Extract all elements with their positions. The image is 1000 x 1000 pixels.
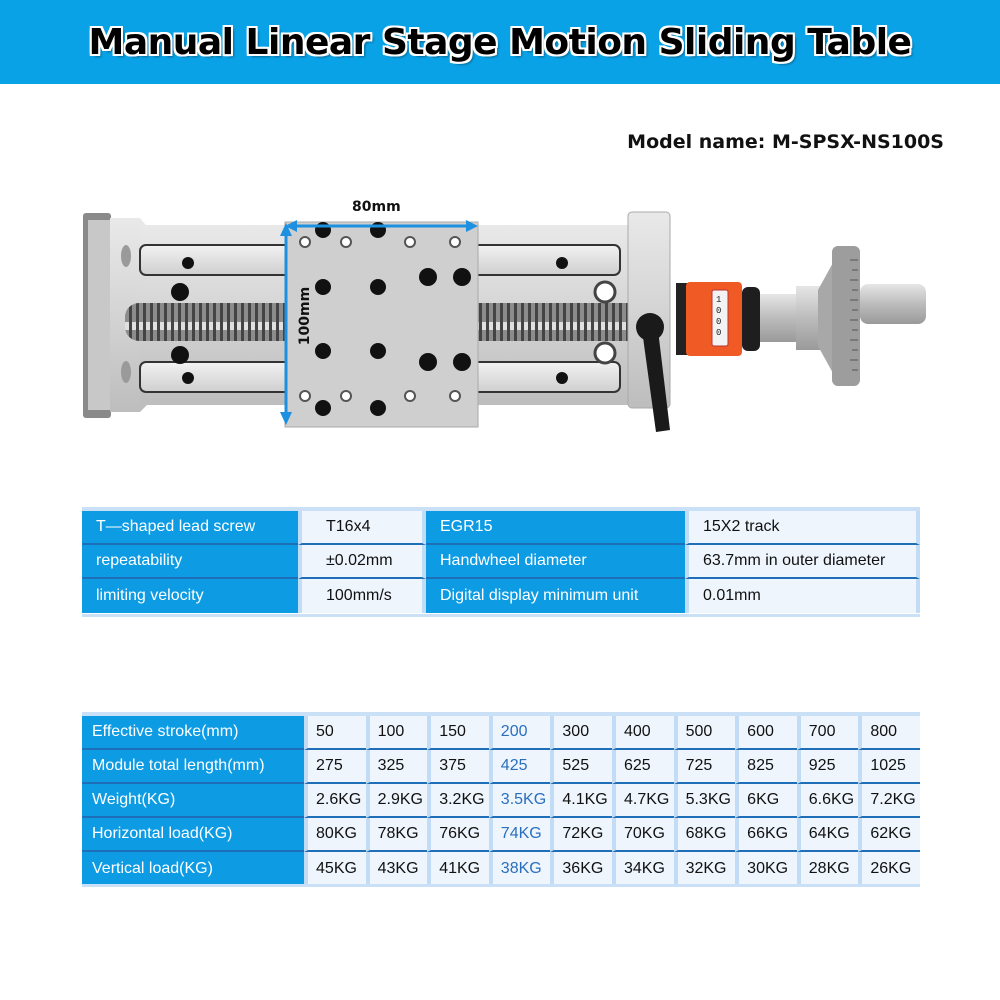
stroke-cell: 3.2KG	[427, 784, 489, 818]
stroke-cell: 1025	[858, 750, 920, 784]
stroke-cell: 38KG	[488, 852, 551, 886]
stroke-cell: 100	[365, 716, 428, 750]
stroke-cell: 32KG	[673, 852, 736, 886]
stroke-cell: 525	[550, 750, 612, 784]
stroke-row-label: Vertical load(KG)	[82, 852, 305, 886]
page-title: Manual Linear Stage Motion Sliding Table	[88, 21, 912, 63]
stroke-cell: 3.5KG	[488, 784, 551, 818]
spec-label: Handwheel diameter	[426, 545, 685, 579]
svg-text:1: 1	[716, 295, 721, 305]
stroke-cell: 74KG	[488, 818, 551, 852]
stroke-cell: 275	[304, 750, 366, 784]
stroke-cell: 34KG	[611, 852, 674, 886]
stroke-row-label: Horizontal load(KG)	[82, 818, 305, 852]
spec-label: EGR15	[426, 511, 685, 545]
stroke-cell: 6.6KG	[796, 784, 859, 818]
stroke-cell: 2.6KG	[304, 784, 366, 818]
stroke-row-label: Effective stroke(mm)	[82, 716, 305, 750]
spec-label: T—shaped lead screw	[82, 511, 298, 545]
stroke-cell: 2.9KG	[365, 784, 428, 818]
stroke-cell: 78KG	[365, 818, 428, 852]
locking-lever	[636, 313, 670, 432]
height-dimension-label: 100mm	[297, 286, 314, 346]
stroke-cell: 625	[611, 750, 674, 784]
stroke-cell: 70KG	[611, 818, 674, 852]
width-dimension-label: 80mm	[352, 199, 401, 215]
carriage-plate	[284, 221, 479, 428]
spec-value: 100mm/s	[298, 579, 426, 613]
stroke-cell: 925	[796, 750, 859, 784]
stroke-cell: 200	[488, 716, 551, 750]
spec-value: 0.01mm	[685, 579, 920, 613]
spec-row: T—shaped lead screw T16x4 EGR15 15X2 tra…	[82, 511, 920, 545]
stroke-cell: 825	[735, 750, 797, 784]
stroke-cell: 50	[304, 716, 366, 750]
spec-label: repeatability	[82, 545, 298, 579]
stroke-cell: 700	[796, 716, 859, 750]
svg-text:0: 0	[716, 317, 721, 327]
stroke-cell: 41KG	[427, 852, 489, 886]
model-name: Model name: M-SPSX-NS100S	[627, 131, 944, 153]
spec-row: repeatability ±0.02mm Handwheel diameter…	[82, 545, 920, 579]
stroke-cell: 150	[427, 716, 489, 750]
stroke-cell: 5.3KG	[673, 784, 736, 818]
stroke-row-label: Weight(KG)	[82, 784, 305, 818]
stroke-cell: 400	[611, 716, 674, 750]
stroke-cell: 80KG	[304, 818, 366, 852]
title-banner: Manual Linear Stage Motion Sliding Table	[0, 0, 1000, 84]
spec-label: limiting velocity	[82, 579, 298, 613]
stroke-cell: 725	[673, 750, 736, 784]
stroke-cell: 4.7KG	[611, 784, 674, 818]
stroke-cell: 425	[488, 750, 551, 784]
spec-value: T16x4	[298, 511, 426, 545]
stroke-cell: 300	[550, 716, 612, 750]
stroke-cell: 66KG	[735, 818, 797, 852]
stroke-cell: 800	[858, 716, 920, 750]
stroke-cell: 62KG	[858, 818, 920, 852]
spec-value: ±0.02mm	[298, 545, 426, 579]
stroke-cell: 68KG	[673, 818, 736, 852]
spec-table-bottom-border	[82, 614, 920, 617]
stroke-cell: 4.1KG	[550, 784, 612, 818]
stroke-cell: 76KG	[427, 818, 489, 852]
stroke-cell: 36KG	[550, 852, 612, 886]
stroke-cell: 7.2KG	[858, 784, 920, 818]
spec-table-top-border	[82, 507, 920, 511]
stroke-table-top-border	[82, 712, 920, 716]
spec-label: Digital display minimum unit	[426, 579, 685, 613]
stroke-cell: 26KG	[858, 852, 920, 886]
spec-table: T—shaped lead screw T16x4 EGR15 15X2 tra…	[82, 511, 920, 613]
stroke-cell: 600	[735, 716, 797, 750]
stroke-cell: 64KG	[796, 818, 859, 852]
stroke-row-label: Module total length(mm)	[82, 750, 305, 784]
stroke-cell: 325	[365, 750, 428, 784]
stroke-cell: 375	[427, 750, 489, 784]
dimension-arrows	[280, 220, 478, 425]
stroke-cell: 500	[673, 716, 736, 750]
handwheel	[760, 246, 926, 386]
svg-text:0: 0	[716, 328, 721, 338]
stroke-cell: 72KG	[550, 818, 612, 852]
stroke-cell: 28KG	[796, 852, 859, 886]
spec-value: 15X2 track	[685, 511, 920, 545]
spec-row: limiting velocity 100mm/s Digital displa…	[82, 579, 920, 613]
stroke-cell: 30KG	[735, 852, 797, 886]
stroke-cell: 45KG	[304, 852, 366, 886]
stroke-cell: 43KG	[365, 852, 428, 886]
stroke-table-bottom-border	[82, 884, 920, 887]
svg-text:0: 0	[716, 306, 721, 316]
spec-value: 63.7mm in outer diameter	[685, 545, 920, 579]
stroke-cell: 6KG	[735, 784, 797, 818]
